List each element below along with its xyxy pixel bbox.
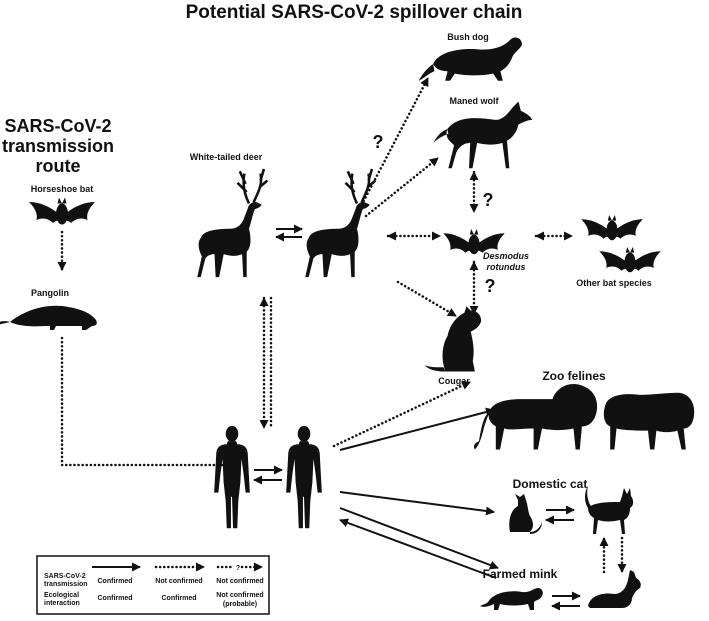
human-left-icon xyxy=(214,425,250,529)
pangolin-icon xyxy=(0,305,97,330)
route-title-line-2: transmission xyxy=(2,136,114,156)
deer-left-icon xyxy=(195,167,269,279)
maned-wolf-label: Maned wolf xyxy=(450,96,500,106)
legend-col-1-transmission: Confirmed xyxy=(98,578,133,585)
wolf-desmodus-question-mark: ? xyxy=(483,190,494,210)
zoo-felines-label: Zoo felines xyxy=(542,369,606,383)
legend-row-2-label-line-1: Ecological xyxy=(44,592,79,599)
legend-col-2-transmission: Not confirmed xyxy=(155,578,202,585)
humans-to-zoo-felines-arrow xyxy=(339,407,495,451)
legend-col-1-ecological: Confirmed xyxy=(98,595,133,602)
desmodus-cougar-question-mark: ? xyxy=(485,276,496,296)
pangolin-to-humans-arrow xyxy=(60,336,234,470)
bush-dog-question-mark: ? xyxy=(373,132,384,152)
diagram-title: Potential SARS-CoV-2 spillover chain xyxy=(186,2,523,23)
human-right-icon xyxy=(286,425,322,529)
horseshoe-bat-icon xyxy=(29,197,95,225)
mink-to-humans-arrow xyxy=(339,518,497,579)
humans-to-cougar-arrow xyxy=(332,380,472,448)
desmodus-label-line-1: Desmodus xyxy=(483,251,529,261)
bush-dog-icon xyxy=(418,37,522,81)
legend-row-2-label-line-2: interaction xyxy=(44,600,80,607)
lion-icon xyxy=(473,384,598,450)
other-bats-label: Other bat species xyxy=(576,278,652,288)
humans-to-domestic-cat-arrow xyxy=(339,491,495,516)
white-tailed-deer-label: White-tailed deer xyxy=(190,152,263,162)
legend-row-1-label-line-2: transmission xyxy=(44,581,88,588)
route-title-line-3: route xyxy=(36,156,81,176)
cougar-label: Cougar xyxy=(438,376,470,386)
domestic-cat-label: Domestic cat xyxy=(513,477,588,491)
deer-to-maned-wolf-arrow xyxy=(364,156,440,218)
legend-question-mark: ? xyxy=(236,565,240,572)
domestic-cat-sitting-icon xyxy=(509,494,542,534)
other-bat-bottom-icon xyxy=(599,247,661,273)
legend-col-2-ecological: Confirmed xyxy=(162,595,197,602)
route-title-line-1: SARS-CoV-2 xyxy=(4,116,111,136)
desmodus-label-line-2: rotundus xyxy=(487,262,526,272)
mink-icon xyxy=(480,588,543,610)
horseshoe-bat-label: Horseshoe bat xyxy=(31,184,94,194)
domestic-cat-standing-icon xyxy=(585,486,634,534)
legend-col-3-ecological-line-1: Not confirmed xyxy=(216,592,263,599)
farmed-mink-label: Farmed mink xyxy=(483,567,558,581)
mink-howling-icon xyxy=(588,570,641,608)
bush-dog-label: Bush dog xyxy=(447,32,489,42)
humans-to-mink-arrow xyxy=(339,507,499,570)
legend-col-3-transmission: Not confirmed xyxy=(216,578,263,585)
tiger-icon xyxy=(603,392,695,450)
other-bat-top-icon xyxy=(581,215,643,241)
cougar-icon xyxy=(424,306,482,372)
pangolin-label: Pangolin xyxy=(31,288,69,298)
maned-wolf-icon xyxy=(433,101,533,169)
deer-to-cougar-arrow xyxy=(396,280,458,318)
legend-row-1-label-line-1: SARS-CoV-2 xyxy=(44,573,86,580)
deer-right-icon xyxy=(303,167,377,279)
deer-to-bush-dog-arrow xyxy=(356,76,430,214)
legend-box xyxy=(36,555,270,615)
legend-col-3-ecological-line-2: (probable) xyxy=(223,601,257,608)
